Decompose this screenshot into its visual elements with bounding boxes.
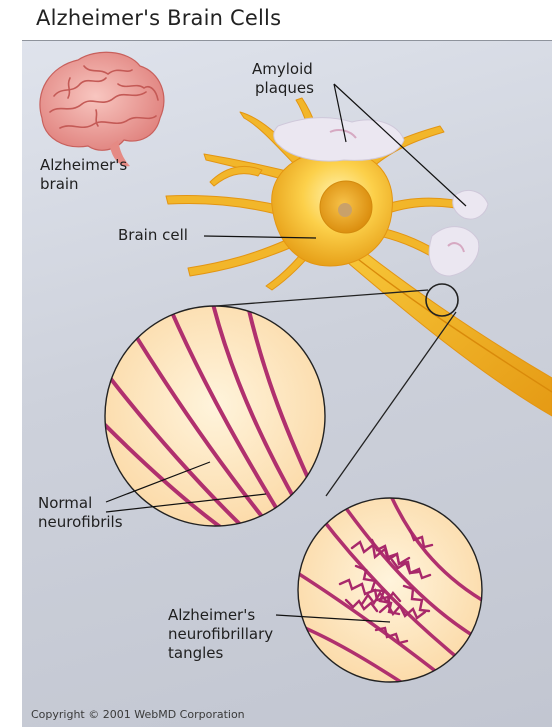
- copyright-notice: Copyright © 2001 WebMD Corporation: [31, 708, 245, 721]
- nucleus: [320, 181, 372, 233]
- neurofibrillary-tangles-zoom: [296, 498, 482, 684]
- tangles-label: Alzheimer's neurofibrillary tangles: [168, 606, 273, 663]
- alzheimers-brain-label: Alzheimer's brain: [40, 156, 127, 194]
- brain-cell-label: Brain cell: [118, 226, 188, 245]
- brain-icon: [40, 52, 164, 166]
- normal-neurofibrils-label: Normal neurofibrils: [38, 494, 123, 532]
- amyloid-plaques-label: Amyloid plaques: [252, 60, 314, 98]
